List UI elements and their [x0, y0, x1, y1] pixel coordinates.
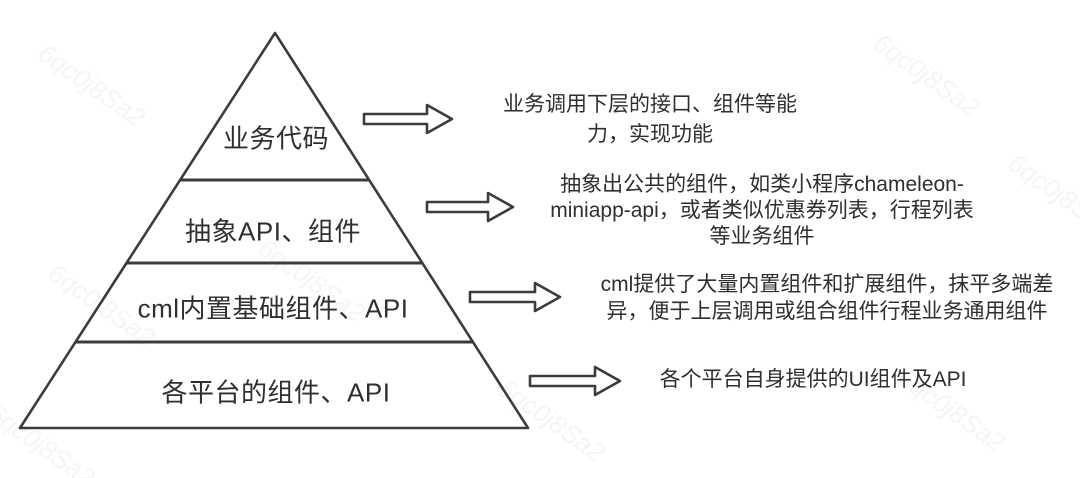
arrow-right-icon-3 [468, 281, 562, 313]
description-platform-components: 各个平台自身提供的UI组件及API [660, 367, 967, 393]
description-line: 等业务组件 [709, 225, 815, 248]
description-line: 异，便于上层调用或组合组件行程业务通用组件 [606, 300, 1048, 323]
pyramid-layer-label-cml-builtin: cml内置基础组件、API [137, 293, 409, 324]
description-line: 各个平台自身提供的UI组件及API [659, 368, 967, 391]
description-cml-builtin: cml提供了大量内置组件和扩展组件，抹平多端差 异，便于上层调用或组合组件行程业… [601, 271, 1054, 325]
pyramid-outline [18, 31, 530, 430]
arrow-right-icon-1 [362, 103, 454, 135]
description-abstract-api: 抽象出公共的组件，如类小程序chameleon- miniapp-api，或者类… [550, 172, 974, 250]
arrow-right-icon-4 [528, 365, 622, 397]
pyramid-layer-label-abstract-api: 抽象API、组件 [185, 216, 361, 247]
arrow-right-icon-2 [425, 191, 515, 223]
description-business-code: 业务调用下层的接口、组件等能 力，实现功能 [503, 90, 797, 150]
pyramid-layer-label-business-code: 业务代码 [222, 123, 330, 154]
description-line: 抽象出公共的组件，如类小程序chameleon- [560, 173, 964, 196]
description-line: 力，实现功能 [587, 123, 713, 146]
description-line: 业务调用下层的接口、组件等能 [503, 93, 797, 116]
description-line: cml提供了大量内置组件和扩展组件，抹平多端差 [600, 273, 1054, 296]
description-line: miniapp-api，或者类似优惠券列表，行程列表 [550, 199, 974, 222]
pyramid-layer-label-platform-components: 各平台的组件、API [161, 377, 391, 408]
